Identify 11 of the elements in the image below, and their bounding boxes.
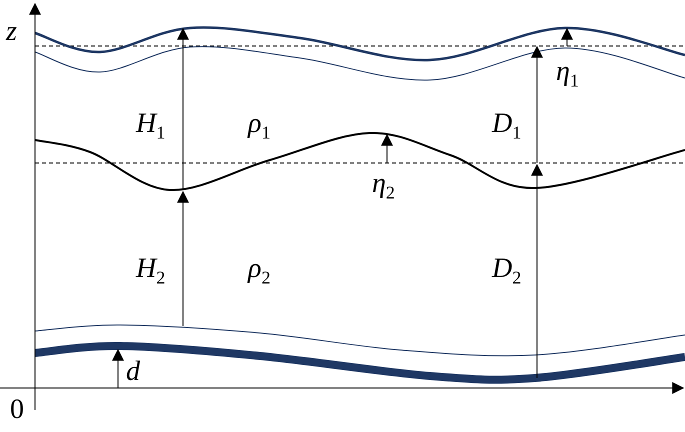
axis-label: 0 [10,396,24,424]
symbol-label: H$_{2}$ [136,255,166,287]
symbol-label: d [126,358,140,386]
symbol-label: ρ$_{1}$ [248,110,270,142]
symbol-label: D$_{1}$ [492,110,522,142]
symbol-label: H$_{1}$ [136,110,166,142]
symbol-label: D$_{2}$ [492,255,522,287]
symbol-label: η$_{1}$ [556,58,579,90]
symbol-label: ρ$_{2}$ [248,255,270,287]
symbol-label: η$_{2}$ [372,170,395,202]
axis-label: z [6,18,17,46]
